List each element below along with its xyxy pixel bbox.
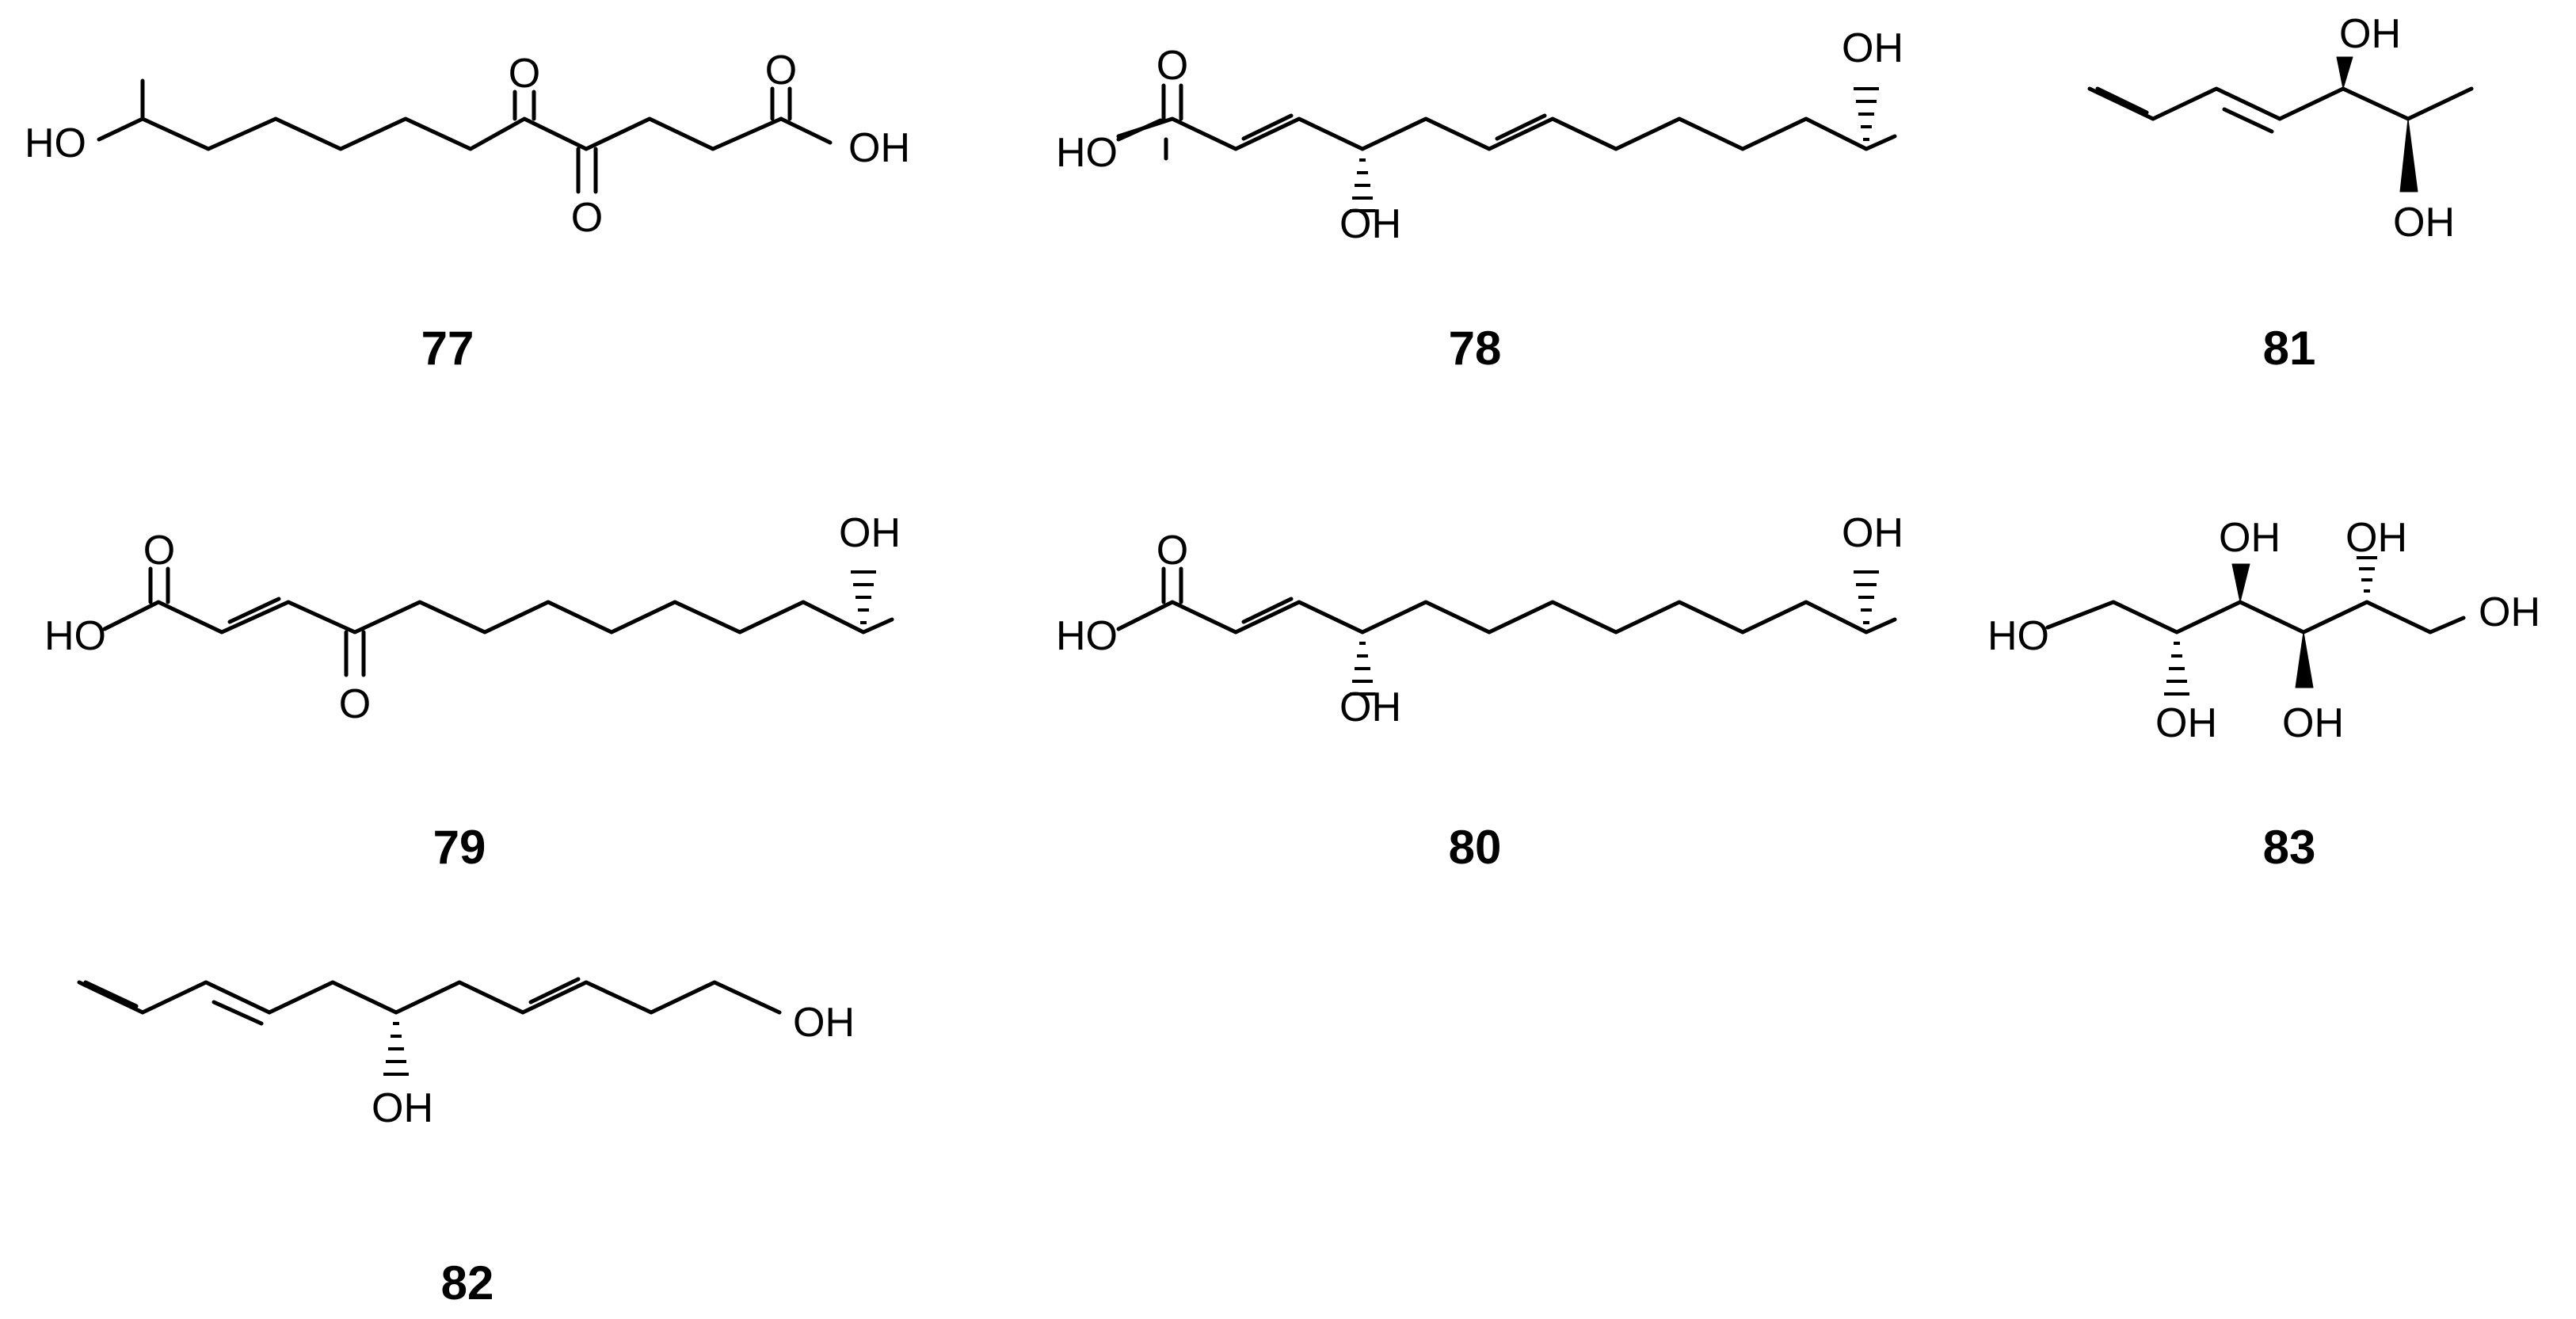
compound-label-82: 82 [441, 1256, 494, 1309]
atom-77-acid-o: O [765, 48, 797, 93]
compound-label-78: 78 [1449, 322, 1502, 375]
stereo-hash-82-center [383, 1022, 409, 1076]
structure-80: O HO OH OH 80 [1056, 510, 1903, 874]
atom-79-acid-oh: HO [44, 613, 106, 659]
stereo-hash-83-c5 [2357, 556, 2377, 593]
atom-79-acid-o: O [143, 528, 175, 574]
stereo-hash-80-allylic [1350, 642, 1375, 696]
compound-label-77: 77 [421, 322, 474, 375]
compound-label-83: 83 [2263, 821, 2316, 874]
atom-83-oh-c4: OH [2282, 700, 2344, 746]
structure-83: HO OH OH OH OH OH 83 [1987, 515, 2540, 874]
atom-80-oh-terminal: OH [1842, 510, 1903, 556]
atom-80-acid-o: O [1157, 528, 1188, 574]
skeleton-83 [2045, 600, 2466, 635]
atom-79-keto: O [339, 681, 371, 727]
compound-label-79: 79 [433, 821, 486, 874]
structure-79: O HO O OH 79 [44, 510, 901, 874]
atom-80-oh-allylic: OH [1339, 684, 1401, 730]
structure-81: OH OH 81 [2087, 11, 2474, 375]
atom-78-oh-terminal: OH [1842, 25, 1903, 71]
compound-label-81: 81 [2263, 322, 2316, 375]
atom-77-keto-a: O [509, 51, 540, 97]
atom-83-oh-left: HO [1987, 613, 2049, 659]
structure-78: O HO OH OH 78 [1056, 25, 1903, 375]
stereo-wedge-81-upper [2336, 56, 2353, 90]
atom-78-acid-oh: HO [1056, 130, 1118, 176]
stereo-hash-79-terminal [851, 570, 876, 624]
structure-82: OH OH 82 [77, 977, 855, 1309]
stereo-hash-80-terminal [1854, 570, 1879, 624]
skeleton-79 [102, 566, 894, 677]
atom-78-oh-allylic: OH [1339, 201, 1401, 247]
structure-77: HO O O O OH 77 [25, 48, 910, 375]
compound-label-80: 80 [1449, 821, 1502, 874]
atom-77-acid-oh: OH [848, 125, 910, 171]
stereo-wedge-81-lower [2399, 118, 2418, 193]
atom-81-oh-lower: OH [2393, 200, 2455, 246]
skeleton-80 [1116, 566, 1897, 635]
atom-83-oh-c2: OH [2155, 700, 2217, 746]
atom-83-oh-right: OH [2479, 589, 2540, 635]
stereo-wedge-83-c3 [2231, 563, 2250, 603]
skeleton-77 [97, 78, 833, 194]
atom-78-acid-o: O [1157, 43, 1188, 89]
atom-82-oh-end: OH [793, 1000, 855, 1046]
stereo-hash-83-c2 [2164, 642, 2189, 696]
atom-77-ho: HO [25, 120, 86, 166]
skeleton-78 [1116, 83, 1897, 161]
atom-77-keto-b: O [571, 195, 603, 241]
stereo-wedge-83-c4 [2295, 631, 2314, 688]
stereo-hash-78-terminal [1854, 87, 1879, 141]
atom-83-oh-c3: OH [2219, 515, 2281, 561]
atom-81-oh-upper: OH [2339, 11, 2401, 57]
atom-80-acid-oh: HO [1056, 613, 1118, 659]
skeleton-82 [77, 977, 782, 1026]
atom-82-oh-center: OH [372, 1085, 433, 1131]
atom-79-oh-terminal: OH [839, 510, 901, 556]
atom-83-oh-c5: OH [2345, 515, 2407, 561]
stereo-hash-78-allylic [1350, 158, 1375, 212]
